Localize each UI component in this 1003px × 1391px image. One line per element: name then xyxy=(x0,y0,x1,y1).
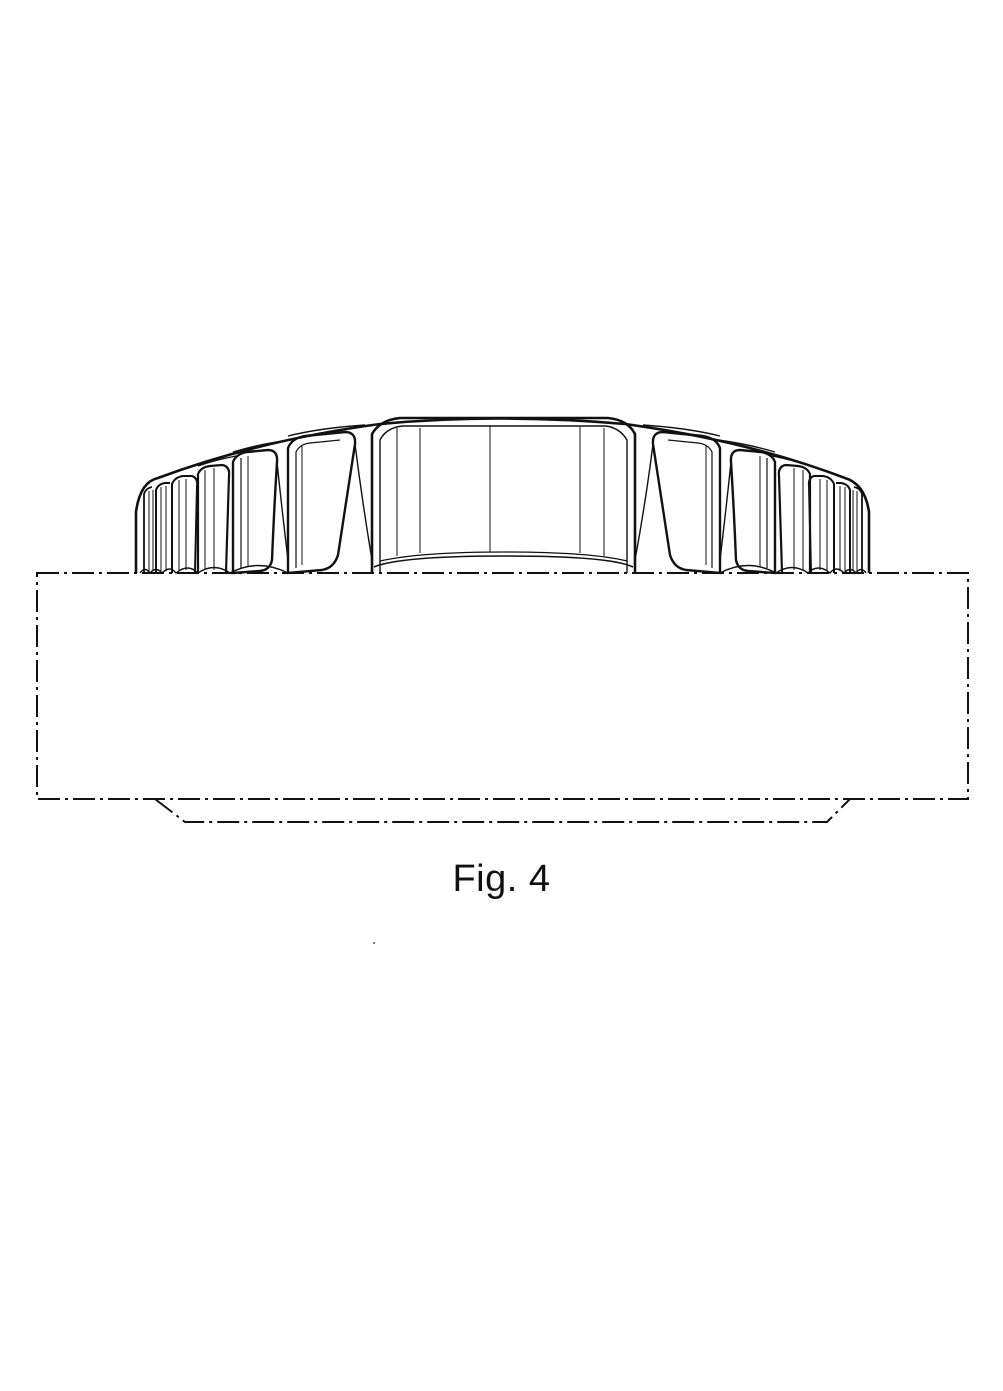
base-block-outline xyxy=(37,573,968,799)
left-fins xyxy=(140,425,365,573)
fin-array-silhouette xyxy=(136,419,869,574)
base-foot-outline xyxy=(155,799,850,822)
right-fins xyxy=(643,425,866,573)
scan-speck xyxy=(373,942,375,944)
central-fin xyxy=(372,418,635,573)
figure-caption: Fig. 4 xyxy=(0,858,1003,901)
